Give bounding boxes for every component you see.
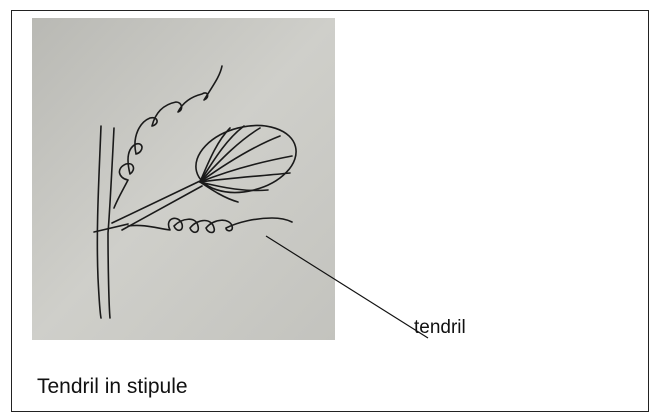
paper-background bbox=[32, 18, 335, 340]
leaf-veins bbox=[199, 125, 293, 203]
stem-left bbox=[96, 125, 102, 319]
figure-frame bbox=[11, 10, 649, 412]
petiole-lower bbox=[121, 185, 203, 231]
figure-caption: Tendril in stipule bbox=[37, 375, 188, 398]
tendril-label: tendril bbox=[414, 317, 466, 338]
stipule-tendril bbox=[127, 217, 293, 234]
sketch-photo bbox=[32, 18, 335, 340]
stem-right bbox=[107, 127, 115, 319]
upper-tendril bbox=[113, 65, 223, 209]
plant-sketch-icon bbox=[32, 18, 335, 340]
petiole-upper bbox=[111, 180, 201, 224]
node bbox=[93, 223, 129, 233]
